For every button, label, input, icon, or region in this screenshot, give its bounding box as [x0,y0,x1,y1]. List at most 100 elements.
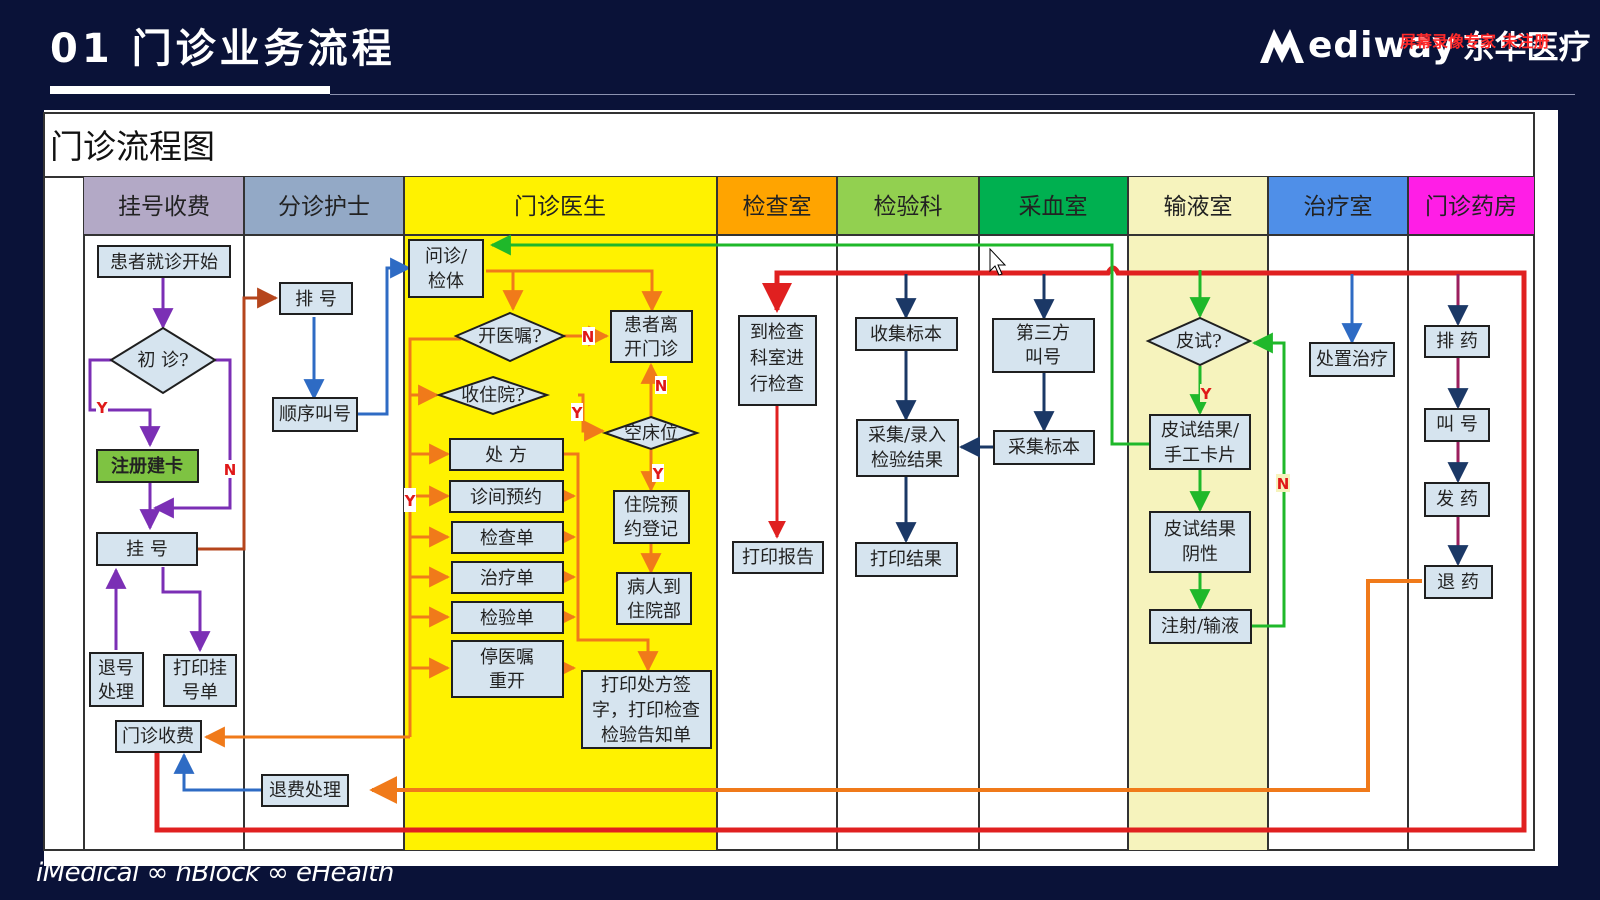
yes-flag: Y [96,399,109,417]
node-label: 门诊收费 [122,726,194,747]
node-label: 到检查 [750,322,804,343]
node-label: 采集/录入 [868,425,946,446]
node-label: 退 药 [1437,572,1479,593]
process-box [451,601,564,634]
lane-label: 门诊医生 [514,194,606,220]
node-label: 患者就诊开始 [110,252,218,273]
node-label: 行检查 [750,374,804,395]
lane-header-pharmacy [1408,177,1534,235]
node-label: 手工卡片 [1164,445,1236,466]
node-label: 号单 [182,682,218,703]
node-label: 发 药 [1436,489,1478,510]
connector [173,752,262,792]
process-box [451,521,564,554]
lane-label: 输液室 [1164,194,1233,220]
node-label: 收住院? [461,385,525,406]
no-flag: N [655,377,668,395]
lane-header-doctor [404,177,717,235]
node-label: 皮试结果/ [1161,420,1240,441]
brand-logo: ediway 东华医疗 [1258,22,1590,68]
lane-label: 采血室 [1019,194,1088,220]
lane-label: 挂号收费 [118,194,210,220]
node-label: 退号 [98,658,134,679]
process-box [581,670,712,749]
lane-label: 分诊护士 [278,194,370,220]
process-box [449,480,564,513]
node-label: 排 药 [1436,331,1478,352]
process-box [738,315,817,406]
lane-label: 门诊药房 [1425,194,1517,220]
lane-header-registration [84,177,244,235]
connector-red-loop [154,265,1527,833]
mouse-cursor-icon [989,247,1007,276]
node-label: 注射/输液 [1161,616,1239,637]
node-label: 处理 [98,682,134,703]
node-label: 约登记 [624,519,678,540]
process-box [1149,511,1251,573]
node-label: 科室进 [750,348,804,369]
lane-label: 治疗室 [1304,194,1373,220]
swimlanes: 挂号收费 分诊护士 门诊医生 检查室 检验科 采血室 输液室 治疗室 门诊药房 [84,177,1534,850]
logo-m-icon [1260,29,1304,63]
node-label: 重开 [489,671,525,692]
lane-header-blood [979,177,1128,235]
connector [369,579,1422,804]
process-box [993,430,1095,465]
process-box [279,282,353,315]
node-label: 打印处方签 [601,675,691,696]
process-box [96,449,199,483]
node-label: 开医嘱? [478,326,542,347]
slide-title: 01 门诊业务流程 [50,26,396,72]
process-box [855,317,958,351]
lane-label: 检验科 [874,194,943,220]
yes-flag: Y [571,404,584,422]
process-box [97,245,231,278]
flowchart-frame [43,112,1535,851]
node-label: 患者离 [624,315,678,336]
connector [408,337,461,737]
connector [152,358,232,519]
node-label: 病人到 [627,577,681,598]
node-label: 阴性 [1182,544,1218,565]
process-box [96,532,198,566]
node-label: 注册建卡 [111,455,183,477]
title-divider-line [330,94,1575,95]
lane-header-lab [837,177,979,235]
node-label: 字，打印检查 [592,700,700,721]
decision-diamond [109,326,217,395]
node-label: 诊间预约 [470,487,542,508]
node-label: 叫号 [1025,347,1061,368]
node-label: 处 方 [485,445,527,466]
node-label: 问诊/ [425,246,468,267]
decision-diamond [453,311,567,363]
node-label: 采集标本 [1008,437,1080,458]
logo-chinese-name: 东华医疗 [1462,28,1591,66]
lane-header-infusion [1128,177,1268,235]
node-label: 皮试结果 [1164,519,1236,540]
node-label: 处置治疗 [1316,349,1388,370]
process-box [1149,609,1252,644]
lane-header-treatment [1268,177,1408,235]
node-label: 第三方 [1016,323,1070,344]
node-label: 停医嘱 [480,647,534,668]
title-underline-bar [50,86,330,94]
process-box [613,490,690,544]
lane-label: 检查室 [743,194,812,220]
node-label: 检体 [428,271,464,292]
node-label: 皮试? [1176,331,1222,352]
node-label: 叫 号 [1436,414,1478,435]
node-label: 检验单 [480,608,534,629]
connector [486,269,663,313]
connector [563,452,659,673]
yes-flag: Y [652,465,665,483]
recorder-watermark: 屏幕录像专家 未注册 [1400,32,1550,51]
process-box [272,397,358,432]
lane-dividers [243,177,1409,850]
node-label: 挂 号 [126,539,168,560]
connector [88,358,161,448]
process-box [451,561,564,594]
process-box [163,654,237,707]
process-box [1424,482,1490,517]
node-label: 初 诊? [137,350,188,371]
